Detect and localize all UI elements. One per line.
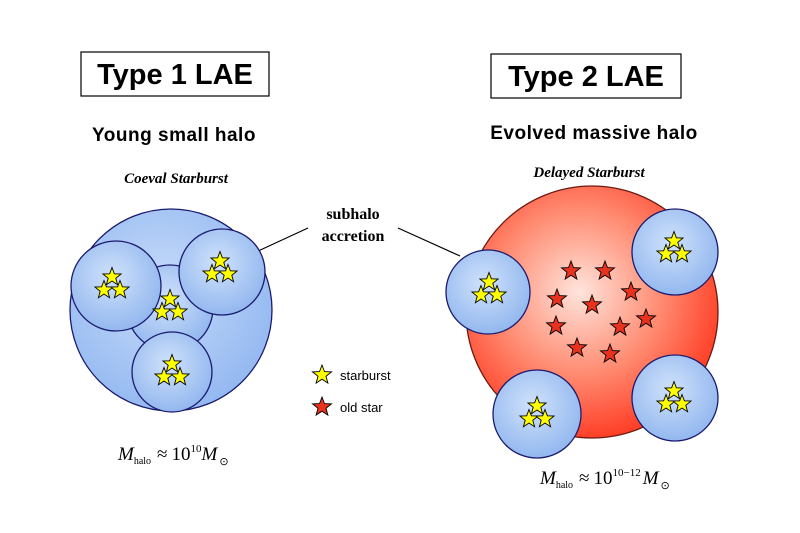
old-star-icon [545, 314, 567, 336]
old-star-icon [560, 259, 582, 281]
legend: starburst old star [311, 363, 391, 417]
type2-mass-approx: ≈ [579, 468, 589, 489]
type2-mass-symbol: M [539, 468, 557, 489]
old-star-icon [609, 315, 631, 337]
connector-line-left [255, 227, 309, 253]
type1-starbursts [93, 250, 239, 386]
type1-mass-sub: halo [134, 456, 151, 467]
starburst-star-icon [167, 301, 189, 321]
type2-mass-sun-sub: ⊙ [661, 480, 670, 492]
type1-mass-symbol: M [117, 444, 135, 465]
type1-subtitle: Young small halo [92, 125, 256, 146]
old-star-icon [581, 293, 603, 315]
connector-line-right [397, 227, 461, 257]
starburst-star-icon [209, 250, 231, 270]
type2-mass-sub: halo [556, 480, 573, 491]
type2-subtitle: Evolved massive halo [490, 123, 698, 144]
starburst-star-icon [486, 284, 508, 304]
old-star-icon [566, 336, 588, 358]
type1-mass-approx: ≈ [157, 444, 167, 465]
type2-mode: Delayed Starburst [532, 165, 645, 181]
connector-label-line2: accretion [322, 228, 385, 245]
starburst-star-icon [663, 380, 685, 400]
type1-mass-base: 10 [171, 444, 190, 465]
starburst-star-icon [478, 271, 500, 291]
connector-label-line1: subhalo [326, 206, 379, 223]
starburst-star-icon [109, 279, 131, 299]
starburst-star-icon [526, 395, 548, 415]
legend-starburst-icon [311, 363, 333, 385]
starburst-star-icon [161, 353, 183, 373]
type1-mass-formula: Mhalo≈1010M⊙ [117, 443, 229, 468]
old-star-icon [620, 280, 642, 302]
starburst-star-icon [663, 230, 685, 250]
type1-mass-sun: M [200, 444, 218, 465]
type2-halo [445, 185, 719, 459]
type2-title: Type 2 LAE [508, 61, 664, 93]
type1-mass-sun-sub: ⊙ [219, 456, 228, 468]
legend-old-star-label: old star [340, 400, 383, 415]
old-star-icon [599, 342, 621, 364]
old-star-icon [594, 259, 616, 281]
starburst-star-icon [169, 366, 191, 386]
type2-title-box: Type 2 LAE [490, 53, 682, 99]
old-star-icon [635, 307, 657, 329]
type2-mass-exp: 10−12 [612, 467, 640, 479]
type2-mass-base: 10 [593, 468, 612, 489]
type2-subhalo-bottom-left [492, 369, 582, 459]
starburst-star-icon [159, 288, 181, 308]
starburst-star-icon [217, 263, 239, 283]
type2-starbursts [470, 230, 693, 428]
type2-old-stars [545, 259, 657, 364]
type1-title-frame [80, 51, 270, 97]
type1-mode: Coeval Starburst [124, 171, 229, 187]
starburst-star-icon [671, 243, 693, 263]
type1-title-box: Type 1 LAE [80, 51, 270, 97]
starburst-star-icon [311, 363, 333, 385]
type1-halo [69, 208, 273, 413]
starburst-star-icon [534, 408, 556, 428]
starburst-star-icon [671, 393, 693, 413]
type1-subhalo-left [70, 240, 162, 332]
type1-title: Type 1 LAE [97, 59, 253, 91]
old-star-icon [546, 287, 568, 309]
starburst-star-icon [101, 266, 123, 286]
legend-old-star-icon [311, 395, 333, 417]
type1-subhalo-bottom [131, 331, 213, 413]
old-star-icon [311, 395, 333, 417]
type2-title-frame [490, 53, 682, 99]
type2-mass-sun: M [642, 468, 660, 489]
type1-mass-exp: 10 [190, 443, 202, 455]
legend-starburst-label: starburst [340, 368, 391, 383]
type2-subhalo-bottom-right [631, 354, 719, 442]
